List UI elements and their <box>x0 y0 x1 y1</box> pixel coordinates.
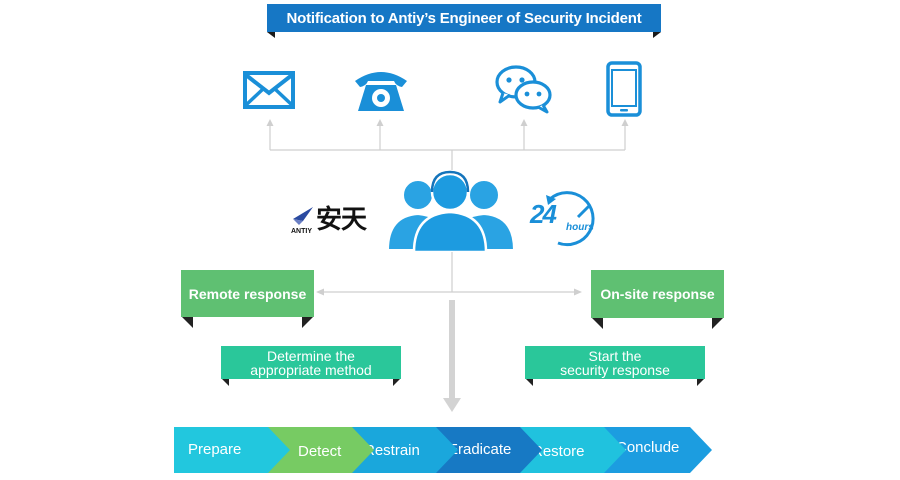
title-banner-fold-right <box>653 32 661 38</box>
chat-bubbles-icon <box>494 64 554 119</box>
remote-box-fold-left <box>181 316 193 328</box>
clock-number: 24 <box>530 199 557 229</box>
onsite-action-fold-left <box>525 378 533 386</box>
antiy-logo-mark <box>293 207 313 225</box>
page-title: Notification to Antiy’s Engineer of Secu… <box>267 4 661 32</box>
step-conclude-label: Conclude <box>616 438 680 456</box>
step-prepare-label: Prepare <box>188 440 242 458</box>
step-restrain-label: Restrain <box>364 441 420 459</box>
envelope-icon <box>243 71 295 114</box>
onsite-action-fold-right <box>697 378 705 386</box>
step-prepare: Prepare <box>174 427 290 473</box>
step-restore-label: Restore <box>532 442 585 460</box>
clock-unit: hours <box>566 222 594 233</box>
antiy-logo-sub: ANTIY <box>291 228 312 235</box>
onsite-box-fold-left <box>591 317 603 329</box>
remote-box-fold-right <box>302 316 314 328</box>
step-detect: Detect <box>262 427 374 473</box>
antiy-logo-text: 安天 <box>316 205 367 235</box>
step-detect-label: Detect <box>298 442 342 460</box>
engineers-group-icon <box>380 170 520 257</box>
remote-action-fold-left <box>221 378 229 386</box>
mobile-phone-icon <box>606 61 642 122</box>
clock-24-hours-icon: 24 hours <box>528 187 610 254</box>
onsite-response-box: On-site response <box>591 270 724 318</box>
remote-action-fold-right <box>393 378 401 386</box>
telephone-icon <box>352 67 410 118</box>
title-banner-fold-left <box>267 32 275 38</box>
onsite-box-fold-right <box>712 317 724 329</box>
start-response-box: Start the security response <box>525 346 705 379</box>
remote-response-box: Remote response <box>181 270 314 317</box>
determine-method-box: Determine the appropriate method <box>221 346 401 379</box>
step-eradicate-label: Eradicate <box>448 440 512 458</box>
antiy-logo: 安天 ANTIY <box>291 205 373 239</box>
